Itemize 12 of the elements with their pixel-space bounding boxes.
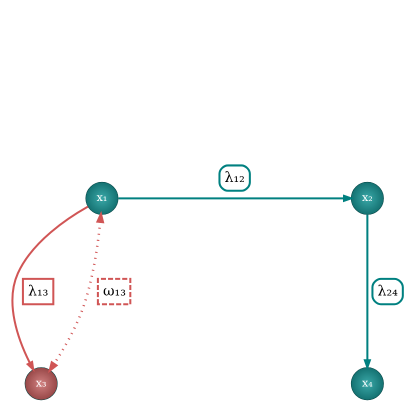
edge-label: ω₁₃ — [102, 283, 126, 300]
edge-label: λ₁₂ — [224, 170, 245, 186]
arrow — [118, 194, 354, 202]
node-circle: x₁ — [85, 182, 118, 215]
node-circle: x₂ — [350, 182, 384, 215]
arrow — [48, 210, 104, 374]
edge-label: λ₂₄ — [378, 283, 398, 300]
node-circle: x₄ — [350, 367, 384, 400]
edge-label: λ₁₃ — [28, 283, 48, 300]
arrow — [12, 206, 88, 372]
node-circle: x₃ — [24, 367, 58, 400]
arrow — [363, 214, 372, 370]
